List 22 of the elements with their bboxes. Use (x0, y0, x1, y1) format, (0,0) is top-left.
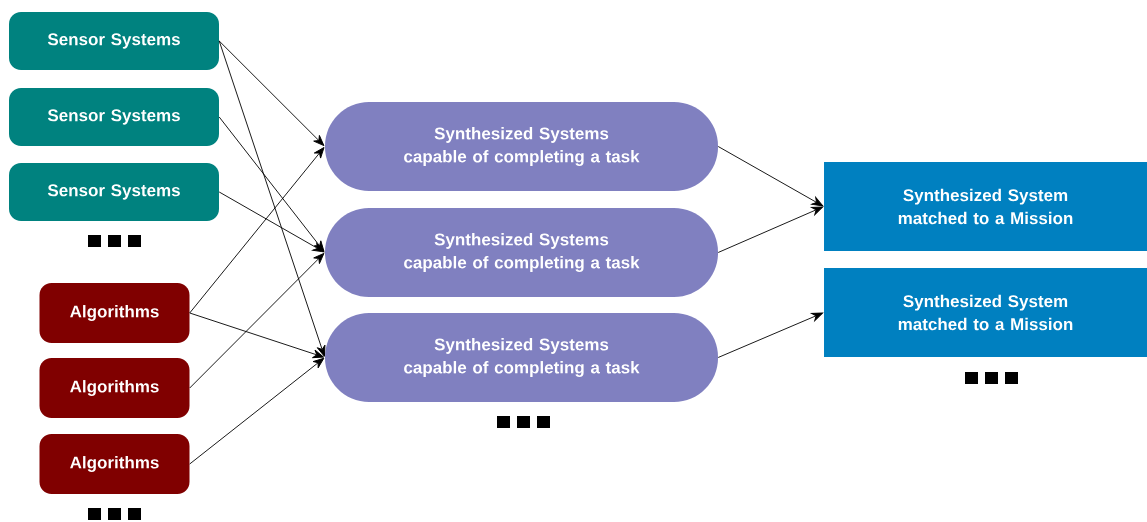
task-pill: Synthesized Systems capable of completing a task (325, 102, 718, 191)
arrow (189, 312, 325, 359)
sensor-box: Sensor Systems (9, 12, 219, 70)
mission-box: Synthesized System matched to a Mission (824, 162, 1147, 251)
arrow (717, 146, 824, 207)
task-pill: Synthesized Systems capable of completing a task (325, 208, 718, 297)
arrow (189, 357, 325, 465)
arrow (717, 206, 824, 253)
algorithm-box: Algorithms (39, 283, 190, 343)
algorithm-box: Algorithms (39, 434, 190, 494)
arrow (218, 191, 325, 253)
arrow (218, 40, 325, 147)
task-pill: Synthesized Systems capable of completing a task (325, 313, 718, 402)
mission-box: Synthesized System matched to a Mission (824, 268, 1147, 357)
algorithm-box: Algorithms (39, 358, 190, 418)
arrow (218, 116, 325, 252)
arrow (218, 40, 326, 357)
arrow (189, 252, 325, 389)
arrow (189, 147, 325, 314)
sensor-box: Sensor Systems (9, 88, 219, 146)
sensor-box: Sensor Systems (9, 163, 219, 221)
arrow (717, 312, 824, 358)
